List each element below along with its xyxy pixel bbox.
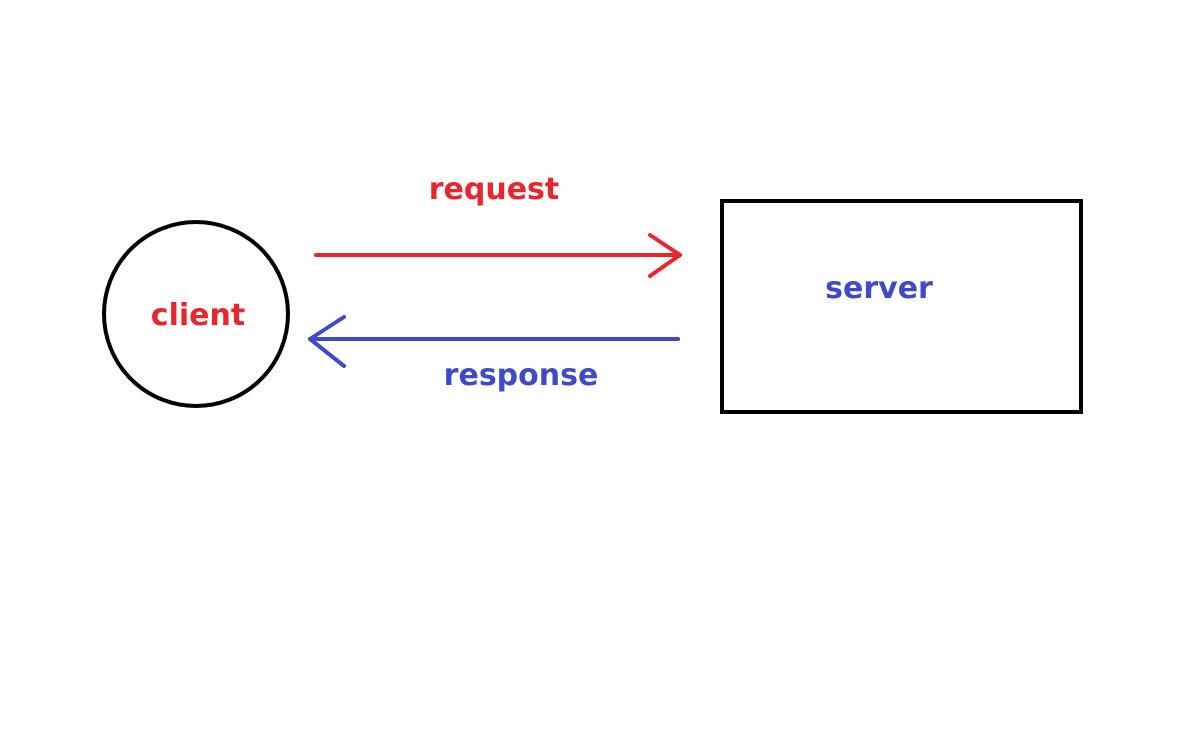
response-label: response <box>443 358 599 393</box>
response-arrow <box>308 315 680 368</box>
client-label: client <box>150 298 246 333</box>
request-arrow <box>314 233 682 278</box>
client-node <box>102 220 290 408</box>
server-node <box>720 199 1083 414</box>
response-arrow-head <box>308 315 346 368</box>
request-arrow-head <box>648 233 682 278</box>
server-label: server <box>825 271 933 306</box>
request-label: request <box>428 172 560 207</box>
